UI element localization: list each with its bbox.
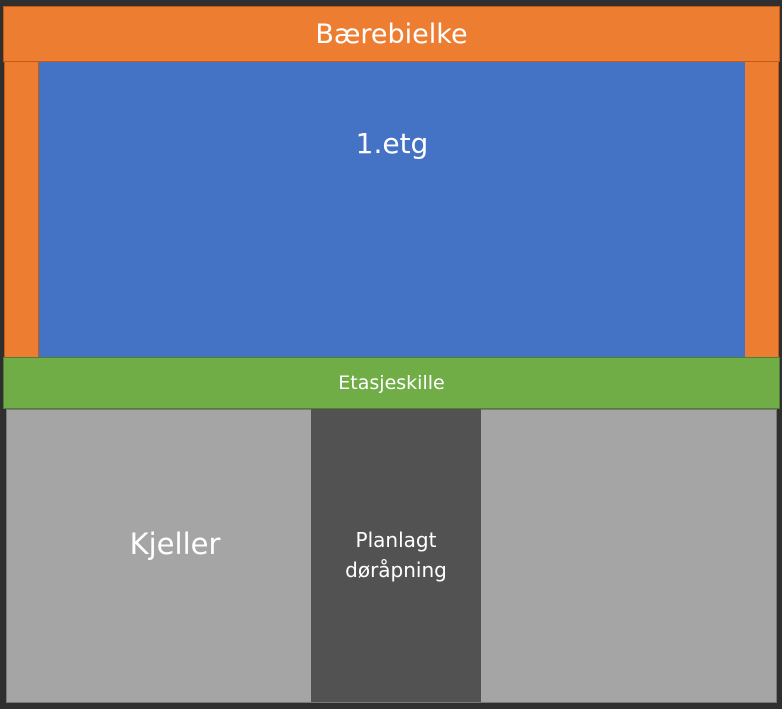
basement-label: Kjeller xyxy=(129,527,221,561)
left-post xyxy=(4,61,39,358)
door-opening: Planlagt døråpning xyxy=(311,409,481,702)
right-post xyxy=(744,61,779,358)
first-floor: 1.etg xyxy=(39,62,745,358)
floor-divider-label: Etasjeskille xyxy=(338,372,445,394)
floor-divider: Etasjeskille xyxy=(3,357,780,409)
beam: Bærebielke xyxy=(3,6,780,62)
beam-label: Bærebielke xyxy=(315,18,468,50)
first-floor-label: 1.etg xyxy=(355,127,429,160)
door-opening-label: Planlagt døråpning xyxy=(345,527,447,582)
